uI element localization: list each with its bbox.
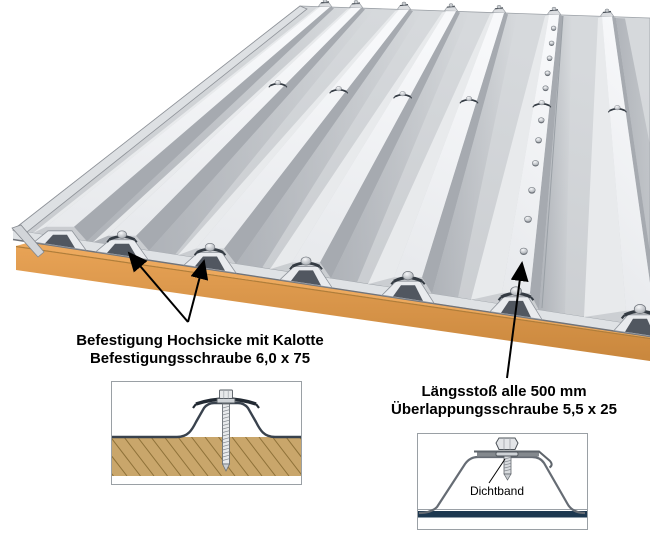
fastening-screws xyxy=(106,0,650,320)
sheet-ribs xyxy=(33,6,650,317)
detail-box-overlap: Dichtband xyxy=(417,433,588,530)
annotation-laengsstoss-line1: Längsstoß alle 500 mm xyxy=(421,383,587,400)
longitudinal-overlap-seam xyxy=(541,15,564,309)
detail-box-kalotte xyxy=(111,381,302,485)
annotation-laengsstoss: Längsstoß alle 500 mm Überlappungsschrau… xyxy=(374,383,634,419)
kalotte-edges xyxy=(192,403,260,409)
seal-layer xyxy=(418,511,587,518)
wood-hatching xyxy=(112,437,301,476)
annotation-laengsstoss-line2: Überlappungsschraube 5,5 x 25 xyxy=(391,401,617,418)
overlap-screw-5-5x25 xyxy=(495,437,519,481)
arrow-to-right-calotte-screw xyxy=(187,259,209,323)
arrow-to-left-calotte-screw xyxy=(127,251,189,323)
annotation-hochsicke: Befestigung Hochsicke mit Kalotte Befest… xyxy=(64,332,336,368)
sheet-left-rim xyxy=(11,5,308,258)
annotation-hochsicke-line1: Befestigung Hochsicke mit Kalotte xyxy=(76,332,324,349)
annotation-arrows xyxy=(127,251,529,379)
upper-sheet-profile xyxy=(474,450,553,469)
arrow-to-overlap-screw xyxy=(506,261,529,379)
annotation-hochsicke-line2: Befestigungsschraube 6,0 x 75 xyxy=(89,350,311,367)
dichtband-label: Dichtband xyxy=(470,484,524,498)
dichtband-leader-line xyxy=(488,458,506,484)
screw-6-0x75 xyxy=(216,389,236,472)
